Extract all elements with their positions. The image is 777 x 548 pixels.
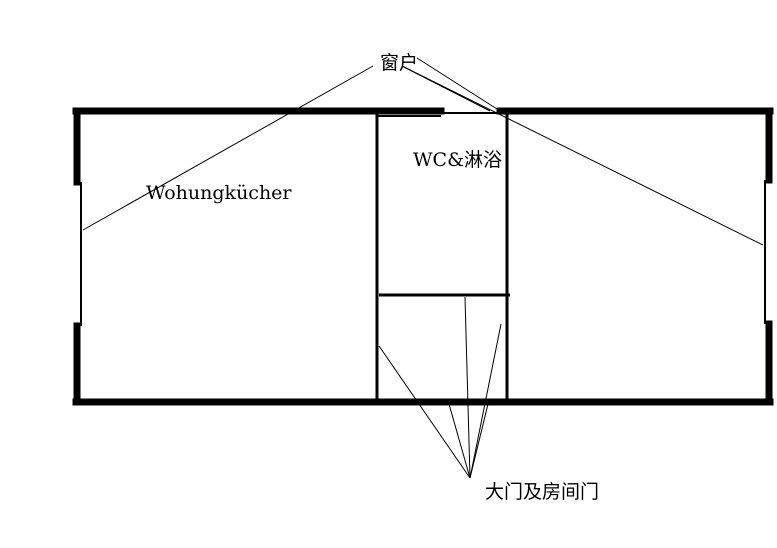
- pointer-right-window: [401, 65, 764, 246]
- pointer-door-c: [469, 323, 502, 479]
- window-label: 窗户: [380, 52, 418, 74]
- interior-walls: [375, 113, 510, 400]
- pointer-door-e: [469, 403, 489, 479]
- living-kitchen-label: Wohungkücher: [146, 182, 292, 204]
- doors-label: 大门及房间门: [485, 481, 599, 503]
- outer-walls: [72, 107, 774, 406]
- wc-shower-label: WC&淋浴: [413, 149, 502, 171]
- door-pointers: [378, 296, 502, 479]
- pointer-door-d: [448, 403, 471, 479]
- pointer-left-window: [82, 65, 374, 231]
- pointer-door-a: [378, 345, 471, 479]
- pointer-door-b: [464, 296, 471, 479]
- window-pointers: [82, 57, 764, 246]
- pointer-top-window-b: [416, 57, 498, 110]
- window-openings: [80, 112, 766, 326]
